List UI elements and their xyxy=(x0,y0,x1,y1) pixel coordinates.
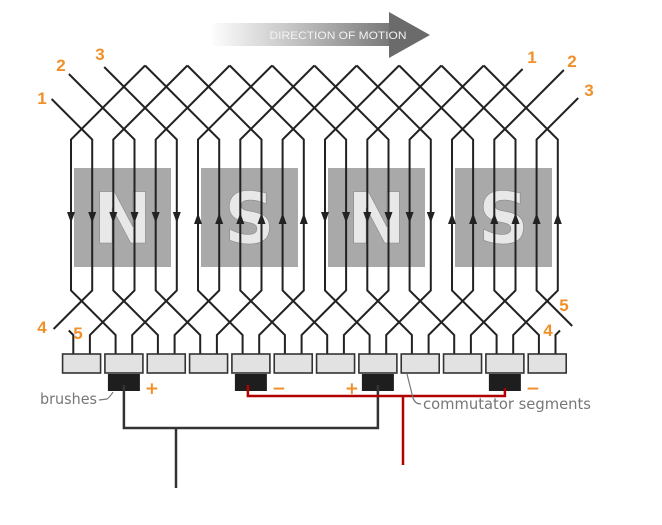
brushes-callout: brushes xyxy=(40,390,97,408)
pole-letter: N xyxy=(93,178,152,260)
brush xyxy=(234,374,267,391)
wrap-lead-left xyxy=(68,329,75,354)
current-arrow-up-icon xyxy=(215,213,224,224)
commutator-segment xyxy=(358,353,398,374)
conductor-3 xyxy=(68,73,136,354)
current-arrow-down-icon xyxy=(130,212,139,223)
current-arrow-down-icon xyxy=(384,212,393,223)
pole-letter: N xyxy=(347,178,406,260)
current-arrow-down-icon xyxy=(363,212,372,223)
terminal-label: 4 xyxy=(543,321,553,340)
commutator-leader-line xyxy=(406,373,422,405)
current-arrow-down-icon xyxy=(426,212,435,223)
current-arrow-down-icon xyxy=(109,212,118,223)
brush-polarity-positive: + xyxy=(345,379,359,399)
terminal-label: 4 xyxy=(37,318,47,337)
conductor-21 xyxy=(440,64,517,354)
commutator-segment xyxy=(104,353,144,374)
commutator-segment xyxy=(188,353,229,374)
commutator-segment xyxy=(527,353,568,374)
current-arrow-down-icon xyxy=(321,212,329,223)
conductor-7 xyxy=(144,64,221,354)
pole-letter: S xyxy=(478,178,528,260)
brush-polarity-negative: − xyxy=(272,379,286,399)
current-arrow-down-icon xyxy=(342,212,351,223)
commutator-segments-callout: commutator segments xyxy=(423,395,591,413)
current-arrow-down-icon xyxy=(405,212,414,223)
current-arrow-up-icon xyxy=(553,213,562,224)
conductor-11 xyxy=(228,64,305,354)
current-arrow-up-icon xyxy=(278,213,287,224)
brushes-leader-line xyxy=(98,391,114,401)
arrow-shaft xyxy=(212,23,392,46)
current-arrow-up-icon xyxy=(511,213,520,224)
commutator-segment xyxy=(442,353,483,374)
terminal-label: 2 xyxy=(567,52,576,71)
commutator-segment xyxy=(485,353,525,374)
armature-winding xyxy=(50,64,579,354)
commutator xyxy=(61,353,568,374)
conductor-9 xyxy=(186,64,263,354)
commutator-segment xyxy=(146,353,187,374)
current-arrow-up-icon xyxy=(490,213,499,224)
conductor-19 xyxy=(398,64,475,354)
current-arrow-down-icon xyxy=(151,212,160,223)
terminal-label: 1 xyxy=(527,48,536,67)
arrow-head-icon xyxy=(389,12,430,58)
brush-polarity-positive: + xyxy=(145,379,159,399)
conductor-23 xyxy=(482,64,559,354)
current-arrow-down-icon xyxy=(88,212,97,223)
positive-bus-wire xyxy=(122,385,380,430)
conductor-13 xyxy=(271,64,348,354)
terminal-label: 2 xyxy=(56,56,65,75)
commutator-segment xyxy=(315,353,356,374)
pole-letter: S xyxy=(224,178,274,260)
current-arrow-up-icon xyxy=(469,213,478,224)
terminal-label: 3 xyxy=(584,81,593,100)
current-arrow-up-icon xyxy=(194,213,202,224)
commutator-segment xyxy=(231,353,271,374)
direction-arrow: DIRECTION OF MOTION xyxy=(212,12,430,58)
brush xyxy=(361,374,394,391)
terminal-label: 5 xyxy=(559,296,568,315)
conductor-17 xyxy=(355,64,432,354)
negative-bus-wire xyxy=(246,385,507,398)
direction-of-motion-label: DIRECTION OF MOTION xyxy=(270,30,407,42)
brush xyxy=(488,374,521,391)
terminal-label: 1 xyxy=(37,89,46,108)
current-arrow-up-icon xyxy=(532,213,541,224)
current-arrow-up-icon xyxy=(257,213,266,224)
commutator-segment xyxy=(61,353,102,374)
current-arrow-up-icon xyxy=(236,213,245,224)
brush-assembly: + − + − xyxy=(107,374,540,488)
wrap-lead-right xyxy=(554,329,561,354)
terminal-label: 5 xyxy=(73,324,82,343)
conductor-5 xyxy=(103,66,178,354)
brush-polarity-negative: − xyxy=(526,379,540,399)
commutator-segment xyxy=(273,353,314,374)
current-arrow-down-icon xyxy=(172,212,181,223)
current-arrow-down-icon xyxy=(67,212,75,223)
current-arrow-up-icon xyxy=(448,213,456,224)
conductor-15 xyxy=(313,64,390,354)
brush xyxy=(107,374,140,391)
current-arrow-up-icon xyxy=(299,213,308,224)
commutator-segment xyxy=(400,353,441,374)
terminal-label: 3 xyxy=(95,45,104,64)
